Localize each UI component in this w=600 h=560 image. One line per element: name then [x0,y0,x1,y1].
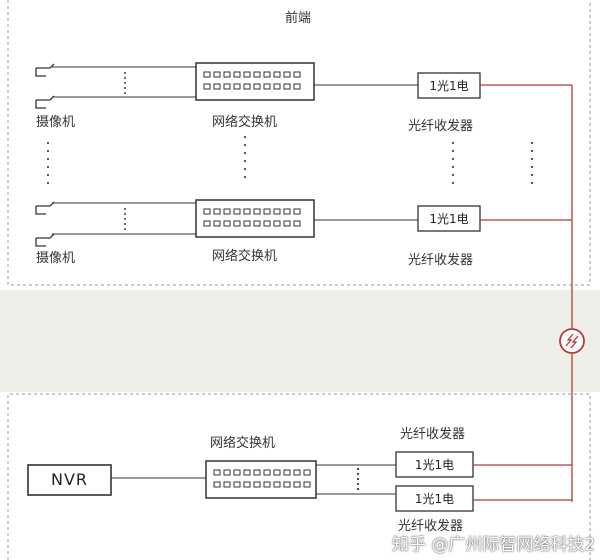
fiber-transceiver [417,72,481,99]
fiber-transceiver [417,205,481,232]
switch-ports [203,71,301,90]
front-end-border [7,0,591,286]
transceiver-box-label: 1光1电 [429,212,469,226]
switch-ports [213,469,311,488]
transceiver-box-label: 1光1电 [414,492,455,506]
watermark: 知乎 @广州际智网络科技2 [392,535,596,555]
front-end-title: 前端 [285,11,312,26]
transceiver-label: 光纤收发器 [400,427,466,442]
transceiver-box-label: 1光1电 [429,79,469,93]
transceiver-label: 光纤收发器 [408,253,474,268]
switch-label: 网络交换机 [210,436,276,451]
front-end-panel [0,0,600,290]
transceiver-box-label: 1光1电 [414,458,455,472]
back-end-border [7,393,591,560]
switch-label: 网络交换机 [212,115,278,130]
switch-ports [203,208,301,227]
nvr-label: NVR [50,470,89,489]
fiber-transceiver [395,451,474,478]
network-switch [195,62,315,101]
network-switch [195,199,315,238]
switch-label: 网络交换机 [212,249,278,264]
transceiver-label: 光纤收发器 [398,519,464,534]
camera-label: 摄像机 [36,251,76,266]
network-switch [205,460,317,499]
nvr-box [27,464,112,496]
fiber-transceiver [395,485,474,512]
transceiver-label: 光纤收发器 [408,119,474,134]
camera-label: 摄像机 [36,115,76,130]
fiber-link-icon [559,328,585,354]
